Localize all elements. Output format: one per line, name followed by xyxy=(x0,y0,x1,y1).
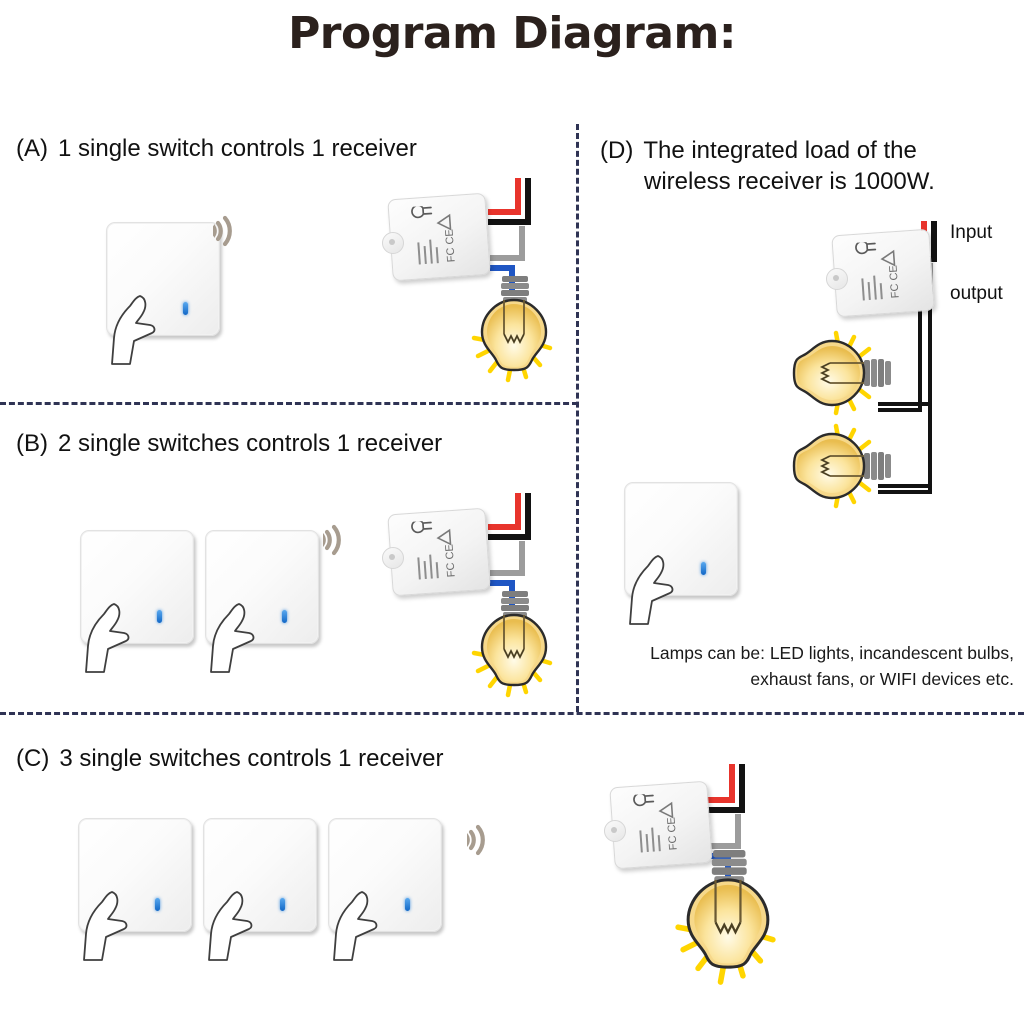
wireless-receiver: FC CE xyxy=(382,192,491,282)
power-button-icon xyxy=(411,205,433,219)
section-b-tag: (B) xyxy=(16,430,48,457)
light-bulb-icon xyxy=(675,849,776,985)
divider-a-b xyxy=(0,402,578,405)
receiver-cert-marks: FC CE xyxy=(417,213,458,265)
wall-switch[interactable] xyxy=(203,818,317,961)
section-a-heading: (A) 1 single switch controls 1 receiver xyxy=(16,135,417,163)
wall-switch[interactable] xyxy=(624,482,738,625)
input-label: Input xyxy=(950,222,993,243)
note-line-1: Lamps can be: LED lights, incandescent b… xyxy=(650,643,1014,663)
power-button-icon xyxy=(855,241,877,255)
switch-led-indicator xyxy=(700,561,706,575)
switch-led-indicator xyxy=(156,609,162,623)
section-a-title: 1 single switch controls 1 receiver xyxy=(58,135,417,162)
power-button-icon xyxy=(633,793,655,807)
divider-vertical xyxy=(576,124,579,712)
pressing-hand-icon xyxy=(111,295,156,365)
wireless-signal-icon xyxy=(467,824,485,856)
light-bulb-icon xyxy=(792,423,891,509)
pressing-hand-icon xyxy=(210,603,255,673)
svg-text:FC CE: FC CE xyxy=(443,544,457,578)
svg-text:FC CE: FC CE xyxy=(665,817,679,851)
note-line-2: exhaust fans, or WIFI devices etc. xyxy=(750,669,1014,690)
svg-text:FC CE: FC CE xyxy=(887,265,901,299)
light-bulb-icon xyxy=(471,276,553,383)
wireless-receiver: FC CE xyxy=(826,228,935,318)
switch-led-indicator xyxy=(154,897,160,911)
wireless-signal-icon xyxy=(213,215,232,247)
svg-text:FC CE: FC CE xyxy=(443,229,457,263)
receiver-body: FC CE xyxy=(387,192,491,282)
receiver-mount-tab xyxy=(826,268,848,290)
receiver-body: FC CE xyxy=(831,228,935,318)
receiver-cert-marks: FC CE xyxy=(417,528,458,580)
receiver-cert-marks: FC CE xyxy=(861,249,902,301)
section-b-heading: (B) 2 single switches controls 1 receiver xyxy=(16,430,442,458)
light-bulb-icon xyxy=(792,330,891,416)
section-d-heading: (D) The integrated load of the wireless r… xyxy=(600,136,1012,197)
lamp-types-note: Lamps can be: LED lights, incandescent b… xyxy=(594,640,1014,693)
pressing-hand-icon xyxy=(208,891,253,961)
wireless-signal-icon xyxy=(323,524,341,556)
output-label: output xyxy=(950,283,1003,304)
section-d-tag: (D) xyxy=(600,137,634,164)
receiver-a-wires xyxy=(488,178,531,292)
wireless-receiver: FC CE xyxy=(604,780,713,870)
light-bulb-icon xyxy=(471,591,553,698)
switch-led-indicator xyxy=(182,301,188,315)
wall-switch[interactable] xyxy=(106,222,220,365)
receiver-mount-tab xyxy=(382,232,404,254)
switch-led-indicator xyxy=(281,609,287,623)
output-bus-wires xyxy=(878,286,932,494)
pressing-hand-icon xyxy=(629,555,674,625)
wall-switch[interactable] xyxy=(80,530,194,673)
switch-led-indicator xyxy=(404,897,410,911)
power-button-icon xyxy=(411,520,433,534)
pressing-hand-icon xyxy=(83,891,128,961)
section-c-heading: (C) 3 single switches controls 1 receiver xyxy=(16,745,444,773)
wall-switch[interactable] xyxy=(205,530,319,673)
switch-led-indicator xyxy=(279,897,285,911)
pressing-hand-icon xyxy=(85,603,130,673)
page-title: Program Diagram: xyxy=(288,8,736,59)
divider-b-c xyxy=(0,712,1024,715)
receiver-mount-tab xyxy=(604,820,626,842)
receiver-mount-tab xyxy=(382,547,404,569)
section-d-title-line2: wireless receiver is 1000W. xyxy=(644,167,935,195)
section-a-tag: (A) xyxy=(16,135,48,162)
section-d-title-line1: The integrated load of the xyxy=(643,137,917,164)
pressing-hand-icon xyxy=(333,891,378,961)
receiver-body: FC CE xyxy=(387,507,491,597)
section-c-title: 3 single switches controls 1 receiver xyxy=(59,745,444,772)
receiver-body: FC CE xyxy=(609,780,713,870)
section-b-title: 2 single switches controls 1 receiver xyxy=(58,430,443,457)
wireless-receiver: FC CE xyxy=(382,507,491,597)
section-c-tag: (C) xyxy=(16,745,50,772)
receiver-cert-marks: FC CE xyxy=(639,801,680,853)
wall-switch[interactable] xyxy=(78,818,192,961)
wall-switch[interactable] xyxy=(328,818,442,961)
